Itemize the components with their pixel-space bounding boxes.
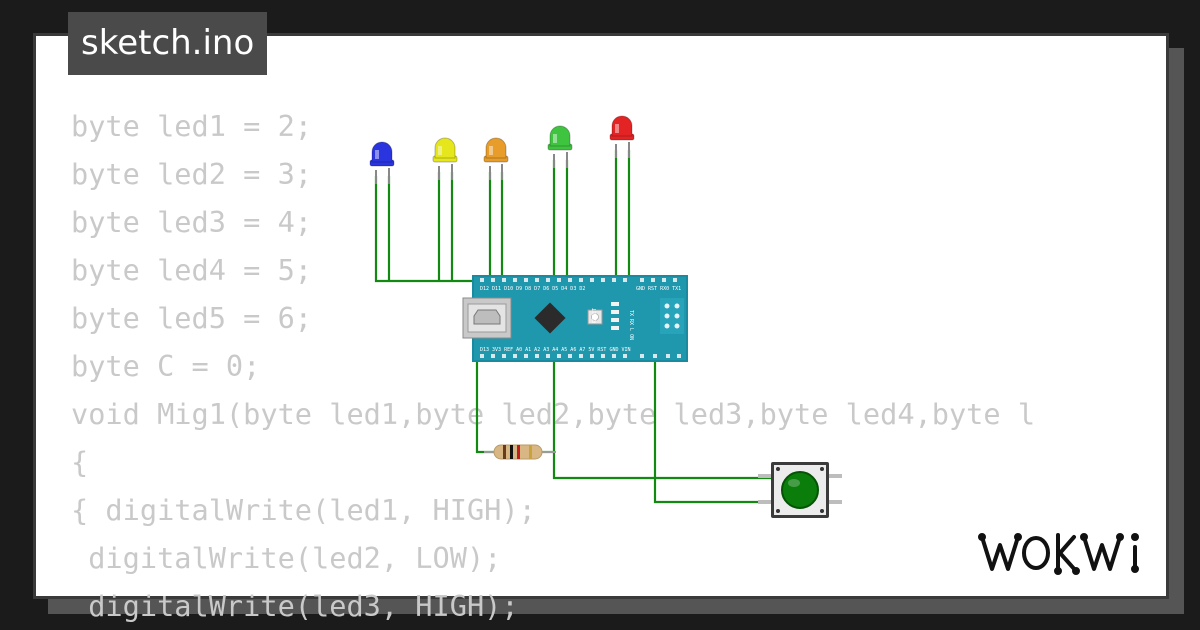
file-tab[interactable]: sketch.ino xyxy=(68,12,268,75)
microcontroller-chip xyxy=(534,302,566,334)
led-green[interactable] xyxy=(547,125,573,168)
led-blue[interactable] xyxy=(369,141,395,184)
code-line: byte led1 = 2; xyxy=(71,109,313,143)
led-red[interactable] xyxy=(609,115,635,158)
code-line: { xyxy=(71,445,89,479)
resistor[interactable] xyxy=(484,444,556,460)
top-right-pin-labels: GND RST RX0 TX1 xyxy=(636,286,681,292)
code-line: digitalWrite(led3, HIGH); xyxy=(71,589,519,623)
code-line: byte led2 = 3; xyxy=(71,157,313,191)
code-line: void Mig1(byte led1,byte led2,byte led3,… xyxy=(71,397,1036,431)
wokwi-logo xyxy=(978,533,1139,575)
code-line: { digitalWrite(led1, HIGH); xyxy=(71,493,536,527)
wire xyxy=(552,160,772,480)
code-line: digitalWrite(led2, LOW); xyxy=(71,541,502,575)
icsp-header xyxy=(660,298,684,334)
led-orange[interactable] xyxy=(483,137,509,180)
wire xyxy=(653,356,772,504)
top-pin-labels: D12 D11 D10 D9 D8 D7 D6 D5 D4 D3 D2 xyxy=(480,286,585,292)
code-line: byte led3 = 4; xyxy=(71,205,313,239)
status-leds xyxy=(611,302,619,330)
code-line: byte led5 = 6; xyxy=(71,301,313,335)
wire xyxy=(475,358,494,454)
status-led-labels: TX RX L ON xyxy=(628,310,634,340)
reset-label: RESET xyxy=(592,308,598,323)
top-pin-header xyxy=(480,278,677,282)
usb-connector xyxy=(462,297,512,339)
led-yellow[interactable] xyxy=(432,137,458,180)
code-line: byte C = 0; xyxy=(71,349,261,383)
code-preview: byte led1 = 2; byte led2 = 3; byte led3 = … xyxy=(71,102,1133,623)
pushbutton[interactable] xyxy=(758,462,842,518)
code-line: byte led4 = 5; xyxy=(71,253,313,287)
arduino-nano-board[interactable]: D12 D11 D10 D9 D8 D7 D6 D5 D4 D3 D2 GND … xyxy=(462,275,688,362)
bottom-pin-header xyxy=(480,354,681,358)
bottom-pin-labels: D13 3V3 REF A0 A1 A2 A3 A4 A5 A6 A7 5V R… xyxy=(480,347,631,353)
